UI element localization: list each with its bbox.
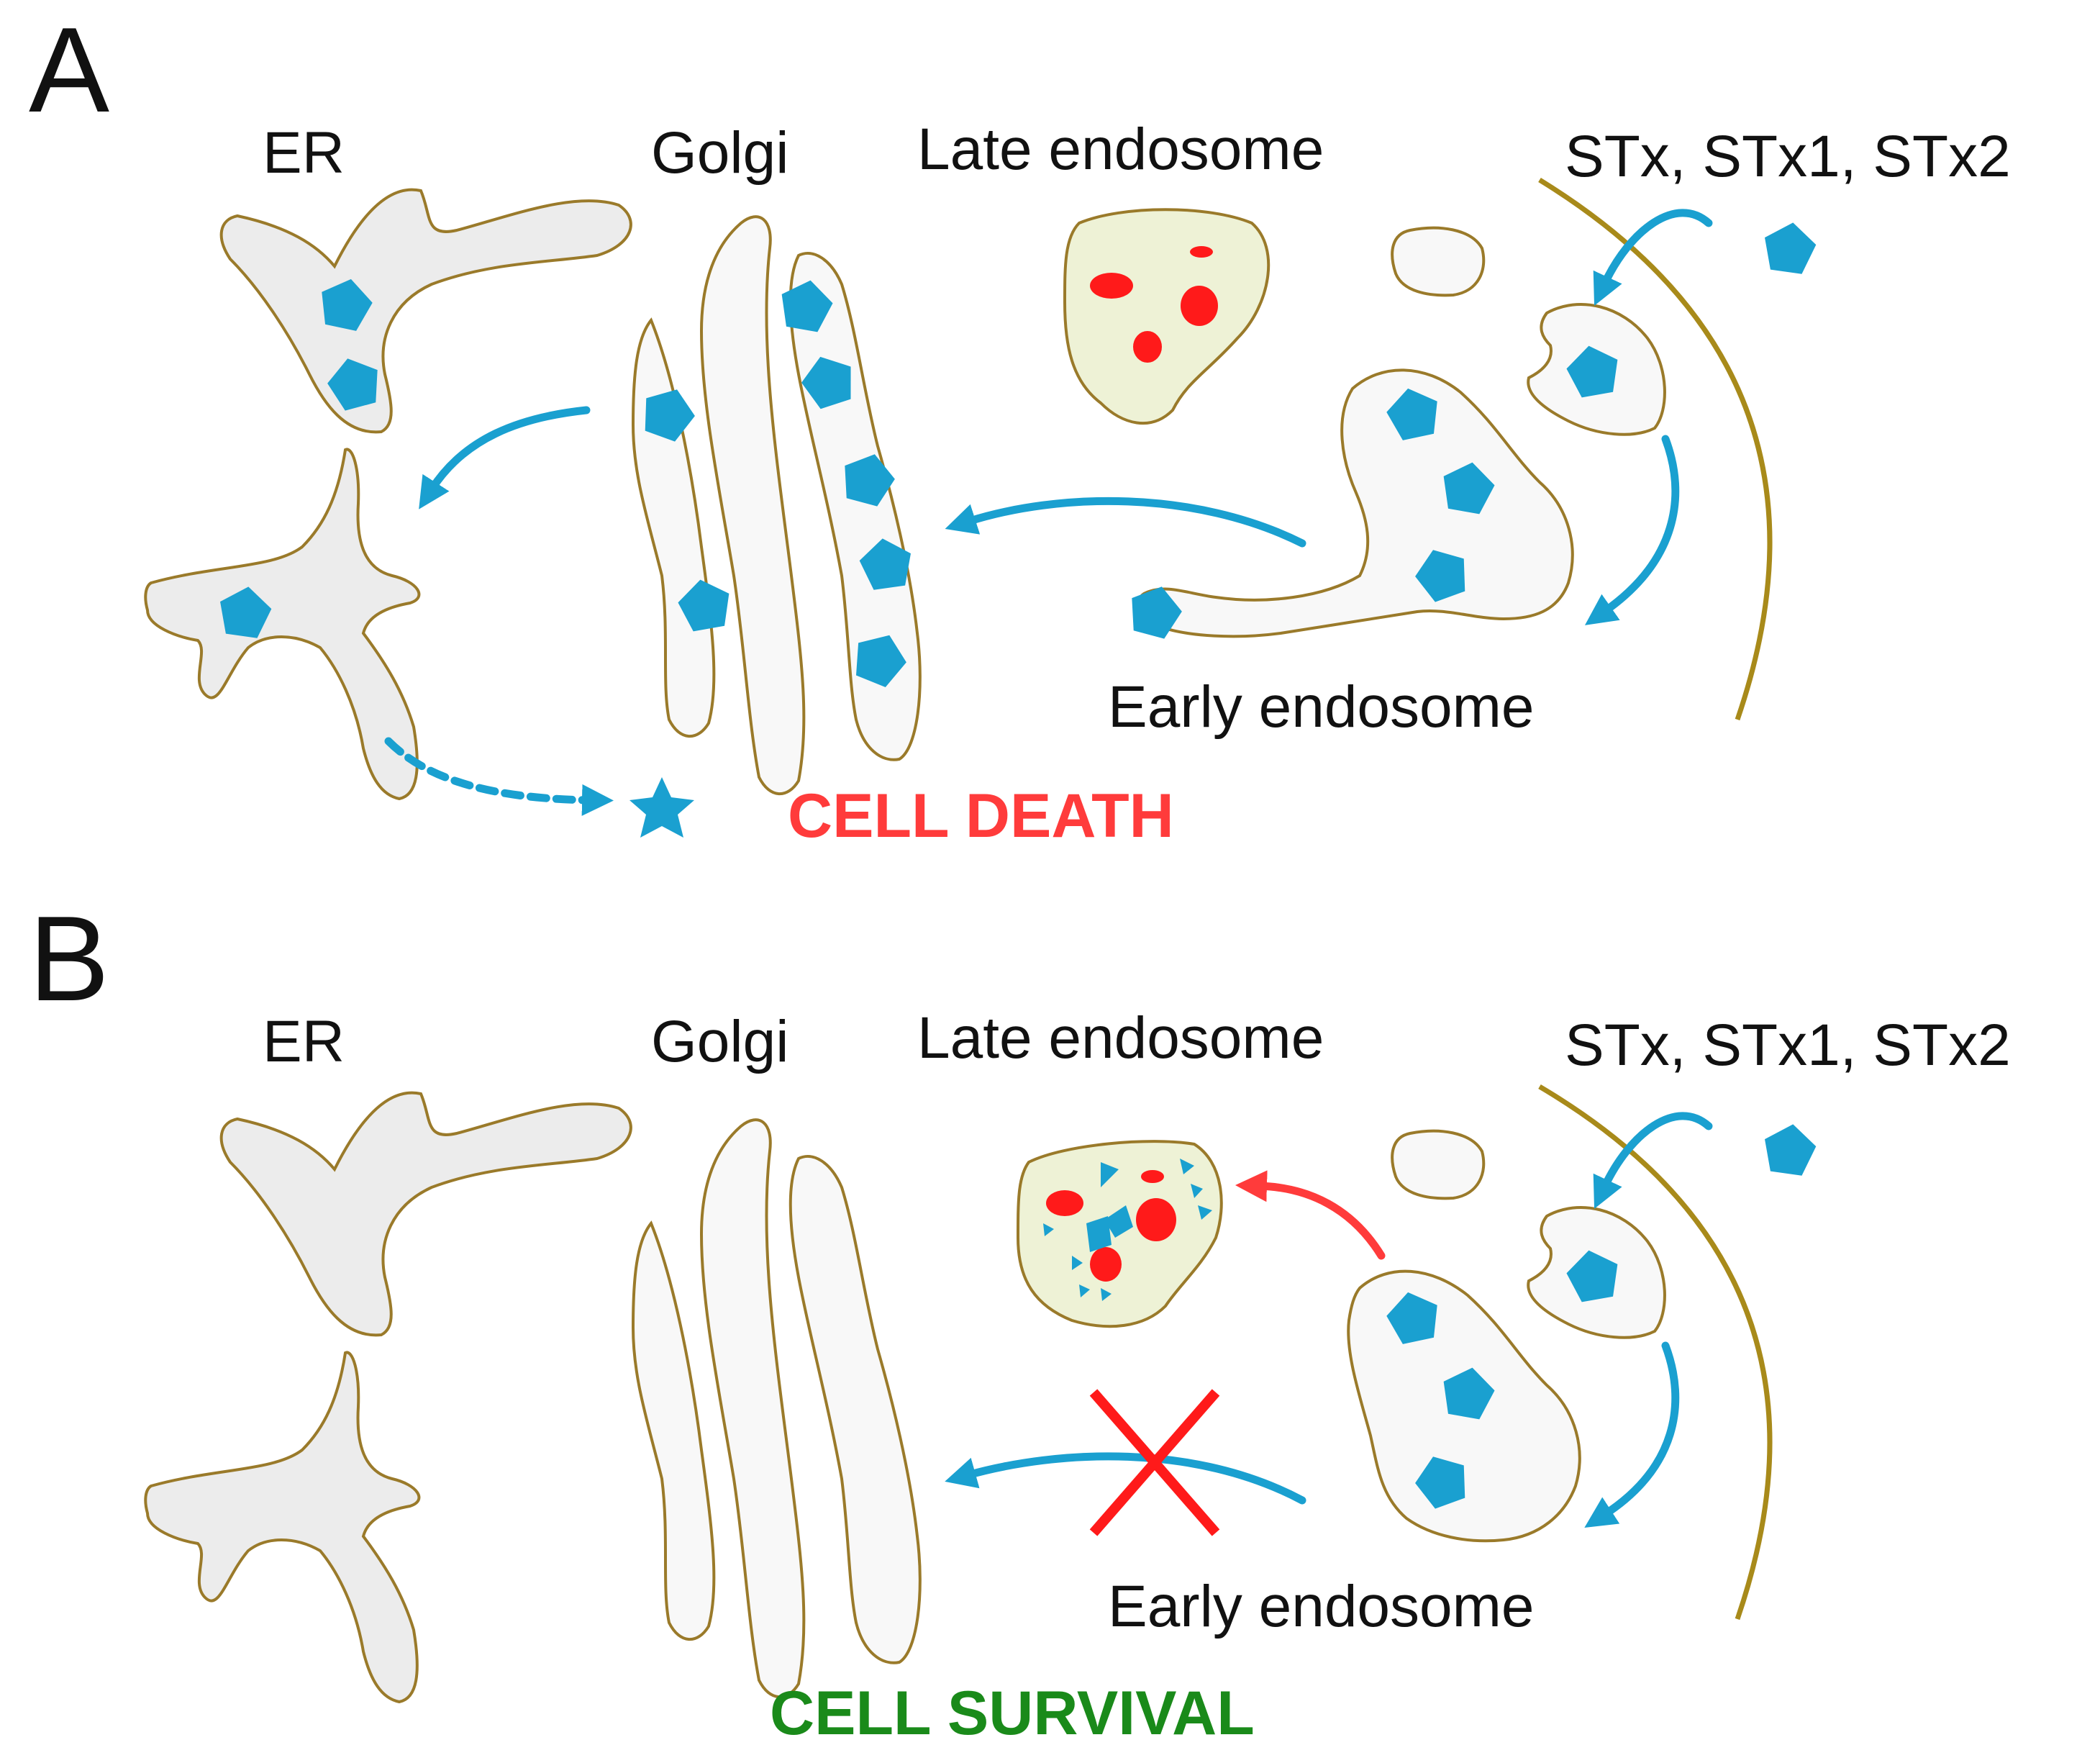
arrow-to-early-endosome — [1584, 1341, 1680, 1528]
lumen-content — [1190, 246, 1213, 258]
plasma-membrane — [1538, 178, 1773, 721]
panel-letter-b: B — [29, 891, 109, 1026]
label-late-endosome: Late endosome — [917, 117, 1324, 182]
degraded-toxin-fragment — [1191, 1184, 1203, 1198]
degraded-toxin-fragment — [1198, 1205, 1212, 1220]
label-early-endosome: Early endosome — [1108, 674, 1535, 740]
er-cisterna-lower — [144, 1351, 421, 1704]
early-endosome — [1136, 368, 1574, 638]
degraded-toxin-fragment — [1043, 1223, 1054, 1236]
arrow-to-golgi — [945, 497, 1306, 548]
arrow-blocked-to-golgi — [945, 1452, 1306, 1505]
vesicle — [1391, 1129, 1486, 1200]
er-cisterna-lower — [144, 448, 421, 801]
late-endosome — [1063, 208, 1271, 425]
lumen-content — [1090, 273, 1133, 299]
er-cisterna-upper — [219, 188, 632, 434]
degraded-toxin-fragment — [1101, 1162, 1119, 1187]
plasma-membrane — [1538, 1084, 1773, 1621]
label-golgi: Golgi — [651, 120, 788, 186]
er-cisterna-upper — [219, 1091, 632, 1337]
arrow-endocytosis — [1593, 1112, 1713, 1209]
blocked-cross — [1089, 1389, 1220, 1536]
golgi-cisterna-2 — [699, 1118, 806, 1699]
arrow-endocytosis — [1593, 209, 1713, 306]
label-toxins: STx, STx1, STx2 — [1565, 124, 2011, 189]
degraded-toxin-fragment — [1079, 1284, 1090, 1297]
label-golgi: Golgi — [651, 1009, 788, 1074]
arrow-retrotranslocation — [384, 737, 614, 816]
label-er: ER — [263, 1009, 345, 1074]
outcome-cell-survival: CELL SURVIVAL — [770, 1679, 1255, 1748]
lumen-content — [1046, 1190, 1083, 1216]
panel-b: B ER Golgi Late endosome STx, STx1, STx2… — [29, 891, 2011, 1748]
degraded-toxin-fragment — [1104, 1205, 1133, 1238]
golgi-cisterna-2 — [699, 215, 806, 796]
toxin — [1760, 1120, 1819, 1177]
lumen-content — [1133, 331, 1162, 363]
lumen-content — [1141, 1170, 1164, 1183]
label-early-endosome: Early endosome — [1108, 1574, 1535, 1639]
panel-letter-a: A — [29, 2, 109, 137]
panel-a: A ER Golgi Late endosome STx, STx1, STx2… — [29, 2, 2011, 851]
degraded-toxin-fragment — [1101, 1288, 1112, 1301]
lumen-content — [1090, 1247, 1122, 1282]
arrow-to-er — [419, 406, 591, 509]
label-er: ER — [263, 120, 345, 186]
arrow-to-late-endosome — [1235, 1170, 1386, 1260]
released-toxin-star — [629, 777, 694, 838]
vesicle — [1391, 226, 1486, 297]
arrow-to-early-endosome — [1584, 435, 1680, 625]
golgi-cisterna-1 — [631, 317, 716, 738]
outcome-cell-death: CELL DEATH — [788, 781, 1174, 851]
label-toxins: STx, STx1, STx2 — [1565, 1012, 2011, 1078]
degraded-toxin-fragment — [1180, 1159, 1194, 1174]
golgi-cisterna-1 — [631, 1220, 716, 1641]
toxin — [1760, 219, 1819, 276]
degraded-toxin-fragment — [1086, 1216, 1112, 1252]
degraded-toxin-fragment — [1072, 1256, 1083, 1270]
lumen-content — [1181, 286, 1218, 326]
label-late-endosome: Late endosome — [917, 1005, 1324, 1071]
golgi-cisterna-3 — [788, 1154, 922, 1664]
lumen-content — [1136, 1198, 1176, 1241]
